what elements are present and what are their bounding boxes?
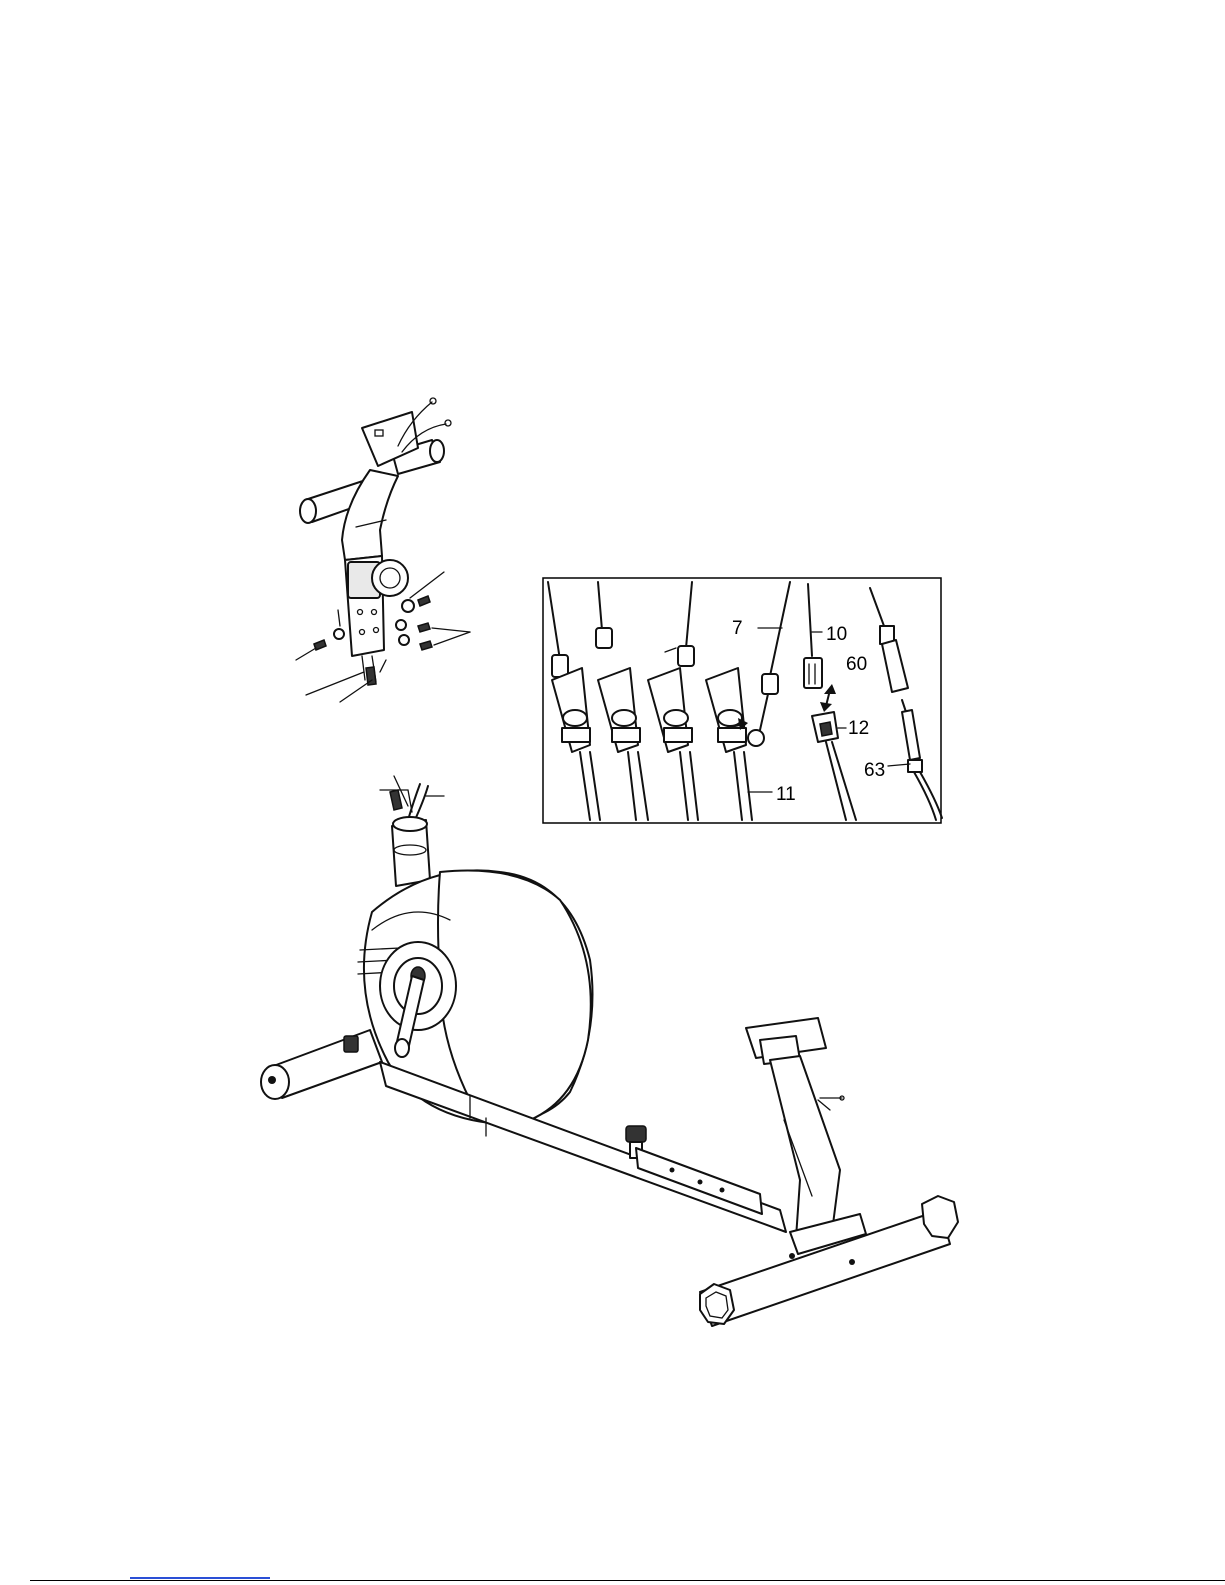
- bike-frame: [261, 776, 958, 1326]
- label-12: 12: [848, 718, 869, 739]
- label-63: 63: [864, 760, 885, 781]
- label-60: 60: [846, 654, 867, 675]
- handlebar-post: [296, 398, 470, 702]
- label-10: 10: [826, 624, 847, 645]
- detail-inset: 7 10 12 11 60 63: [543, 578, 942, 823]
- label-11: 11: [776, 784, 796, 805]
- footer-rule: [30, 1580, 1225, 1581]
- footer-link-underline: [130, 1577, 270, 1579]
- label-7: 7: [732, 618, 743, 639]
